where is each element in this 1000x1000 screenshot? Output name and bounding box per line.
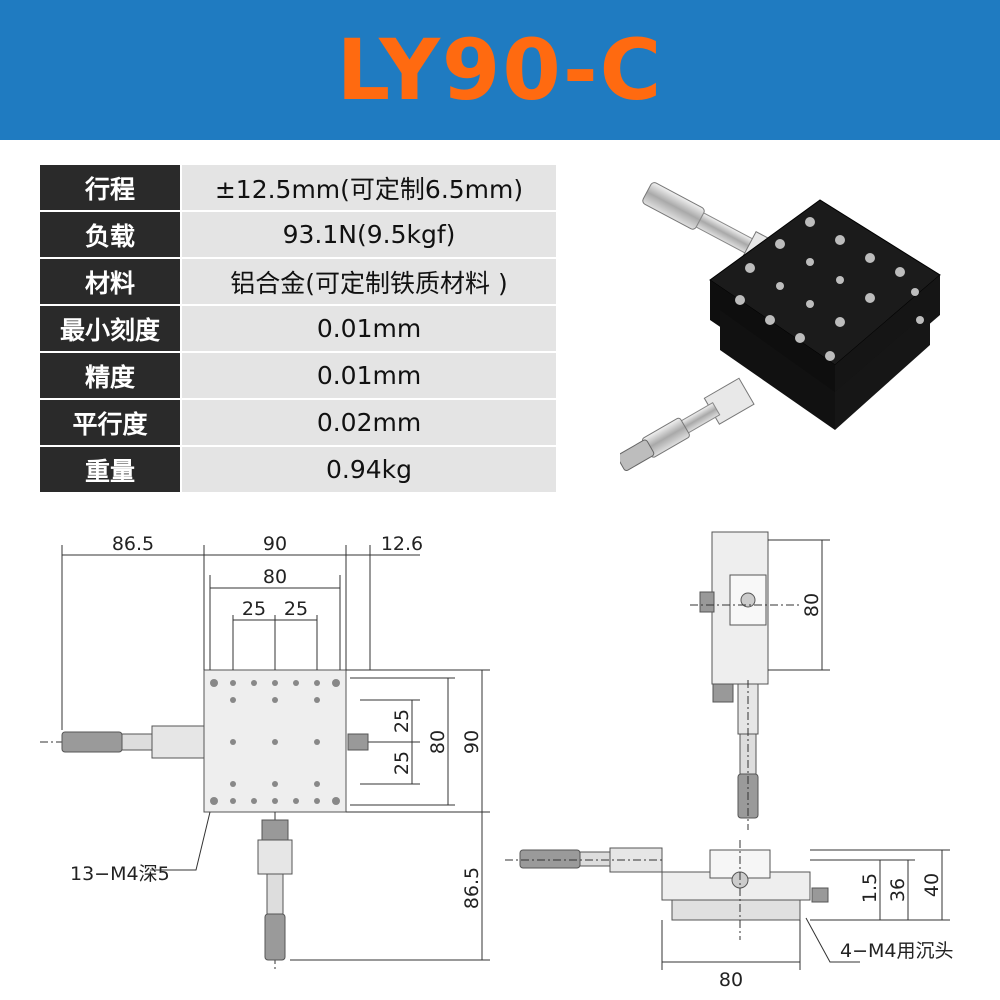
dim-80-side: 80 <box>801 593 823 617</box>
product-photo <box>620 182 941 471</box>
dim-25-right-1: 25 <box>391 709 413 733</box>
spec-row: 材料铝合金(可定制铁质材料 ) <box>38 257 558 306</box>
spec-value: 93.1N(9.5kgf) <box>180 210 558 259</box>
front-view <box>519 847 829 921</box>
dim-90-top: 90 <box>263 533 287 555</box>
dim-25-b: 25 <box>284 598 308 620</box>
note-countersink: 4−M4用沉头 <box>840 940 954 962</box>
spec-label: 负载 <box>38 210 182 259</box>
note-holes: 13−M4深5 <box>70 863 170 885</box>
dim-80-top: 80 <box>263 566 287 588</box>
spec-value: 0.01mm <box>180 351 558 400</box>
spec-label: 精度 <box>38 351 182 400</box>
dim-86-5-top: 86.5 <box>112 533 154 555</box>
top-view-micrometer-x <box>61 725 369 759</box>
spec-value: ±12.5mm(可定制6.5mm) <box>180 163 558 212</box>
dim-80-bottom: 80 <box>719 969 743 991</box>
spec-label: 材料 <box>38 257 182 306</box>
screw-holes <box>735 217 924 361</box>
spec-value: 铝合金(可定制铁质材料 ) <box>180 257 558 306</box>
dim-86-5-vertical: 86.5 <box>461 867 483 909</box>
top-view-holes <box>210 679 340 805</box>
top-view-micrometer-y <box>257 819 293 961</box>
spec-label: 最小刻度 <box>38 304 182 353</box>
title-banner <box>0 0 1000 140</box>
technical-drawing: 86.5 90 12.6 80 25 25 25 25 80 90 86.5 8… <box>40 531 954 991</box>
spec-row: 行程±12.5mm(可定制6.5mm) <box>38 163 558 212</box>
side-view <box>699 531 769 819</box>
dim-25-right-2: 25 <box>391 751 413 775</box>
dim-12-6: 12.6 <box>381 533 423 555</box>
spec-value: 0.02mm <box>180 398 558 447</box>
micrometer-bottom <box>620 377 755 471</box>
dim-90-right: 90 <box>461 730 483 754</box>
spec-label: 平行度 <box>38 398 182 447</box>
spec-value: 0.01mm <box>180 304 558 353</box>
dim-36: 36 <box>887 878 909 902</box>
spec-label: 重量 <box>38 445 182 494</box>
spec-value: 0.94kg <box>180 445 558 494</box>
dim-40: 40 <box>921 873 943 897</box>
product-title: LY90-C <box>336 21 664 119</box>
dim-25-a: 25 <box>242 598 266 620</box>
spec-label: 行程 <box>38 163 182 212</box>
dim-1-5: 1.5 <box>859 873 881 903</box>
dim-80-right: 80 <box>427 730 449 754</box>
